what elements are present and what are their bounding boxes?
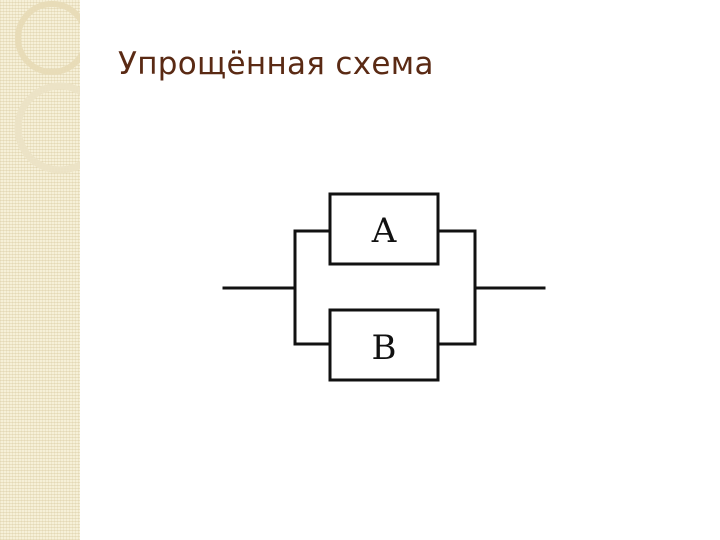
box-a bbox=[328, 192, 440, 266]
box-b-label: B bbox=[372, 328, 397, 368]
decorative-sidebar bbox=[0, 0, 80, 540]
slide-title: Упрощённая схема bbox=[118, 46, 434, 82]
box-a-label: A bbox=[371, 211, 397, 251]
decorative-circles bbox=[14, 1, 80, 174]
box-b bbox=[328, 308, 440, 382]
